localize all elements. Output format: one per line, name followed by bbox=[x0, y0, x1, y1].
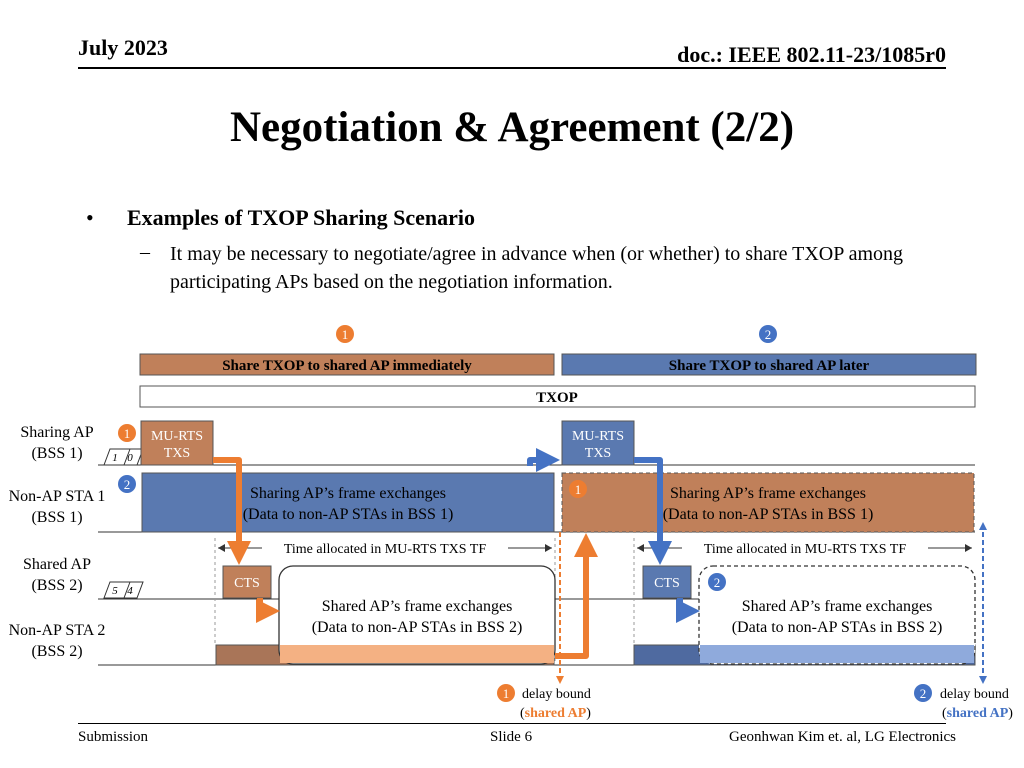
sta1-marker: 2 bbox=[118, 475, 136, 493]
sharing-fx-block-1 bbox=[141, 472, 555, 533]
sharing-fx-block-2 bbox=[561, 472, 975, 533]
row-sta2: Non-AP STA 2 bbox=[9, 622, 106, 639]
sharing-fx-2-marker: 1 bbox=[569, 480, 587, 498]
cts-2-label: CTS bbox=[654, 576, 680, 591]
shared-counter: 5 4 bbox=[103, 581, 144, 599]
header-doc-id: doc.: IEEE 802.11-23/1085r0 bbox=[677, 42, 946, 67]
mu-rts-box-1 bbox=[140, 420, 214, 466]
svg-text:4: 4 bbox=[127, 585, 133, 597]
sub-bullet-marker: – bbox=[140, 241, 150, 263]
row-sharing-ap-bss: (BSS 1) bbox=[31, 445, 82, 462]
mu-rts-2-line2: TXS bbox=[585, 446, 611, 461]
flow-arrows-phase1 bbox=[213, 457, 598, 659]
row-shared-ap-bss: (BSS 2) bbox=[31, 577, 82, 594]
delay-bound-arrow-2 bbox=[979, 522, 987, 684]
svg-text:2: 2 bbox=[920, 686, 927, 701]
shared-fx-2-marker: 2 bbox=[708, 573, 726, 591]
svg-text:2: 2 bbox=[765, 327, 772, 342]
time-alloc-2-label: Time allocated in MU-RTS TXS TF bbox=[704, 542, 907, 557]
mu-rts-box-2 bbox=[561, 420, 635, 466]
delay-bound-label-2: 2 delay bound (shared AP) bbox=[914, 684, 1013, 721]
svg-text:2: 2 bbox=[124, 477, 131, 492]
sharing-fx-1-line2: (Data to non-AP STAs in BSS 1) bbox=[243, 506, 454, 523]
row-sharing-ap: Sharing AP bbox=[20, 424, 93, 441]
sharing-fx-1-line1: Sharing AP’s frame exchanges bbox=[250, 485, 446, 502]
mu-rts-1-line1: MU-RTS bbox=[151, 429, 203, 444]
svg-text:delay bound: delay bound bbox=[940, 687, 1009, 702]
header-rule bbox=[78, 67, 946, 69]
cts-1-label: CTS bbox=[234, 576, 260, 591]
txop-bar bbox=[139, 385, 976, 408]
footer-submission: Submission bbox=[78, 729, 149, 745]
sub-bullet-text: It may be necessary to negotiate/agree i… bbox=[170, 243, 904, 293]
row-labels: Sharing AP (BSS 1) Non-AP STA 1 (BSS 1) … bbox=[9, 424, 106, 660]
row-sta1: Non-AP STA 1 bbox=[9, 488, 106, 505]
sharing-counter: 1 0 bbox=[103, 448, 144, 466]
bullet-heading: Examples of TXOP Sharing Scenario bbox=[127, 205, 475, 230]
phase2-marker: 2 bbox=[759, 325, 777, 343]
svg-text:1: 1 bbox=[503, 686, 510, 701]
footer-rule bbox=[78, 723, 946, 724]
cts-box-1 bbox=[222, 565, 272, 599]
header-date: July 2023 bbox=[78, 35, 168, 60]
shared-fx-2-line1: Shared AP’s frame exchanges bbox=[742, 598, 933, 615]
time-alloc-1: Time allocated in MU-RTS TXS TF bbox=[218, 539, 552, 557]
svg-text:1: 1 bbox=[342, 327, 349, 342]
sharing-fx-2-line1: Sharing AP’s frame exchanges bbox=[670, 485, 866, 502]
svg-text:5: 5 bbox=[112, 585, 118, 597]
svg-text:1: 1 bbox=[124, 426, 131, 441]
slide-title: Negotiation & Agreement (2/2) bbox=[229, 104, 795, 151]
svg-text:1: 1 bbox=[112, 452, 118, 464]
shared-fx-1-fill bbox=[280, 645, 554, 663]
cts-box-2 bbox=[642, 565, 692, 599]
mu-rts-2-line1: MU-RTS bbox=[572, 429, 624, 444]
svg-text:(shared AP): (shared AP) bbox=[520, 706, 591, 721]
footer-slide-number: Slide 6 bbox=[490, 729, 533, 745]
flow-arrows-phase2 bbox=[527, 448, 700, 623]
row-sta2-bss: (BSS 2) bbox=[31, 643, 82, 660]
time-alloc-1-label: Time allocated in MU-RTS TXS TF bbox=[284, 542, 487, 557]
phase1-marker: 1 bbox=[336, 325, 354, 343]
mu-rts-1-line2: TXS bbox=[164, 446, 190, 461]
shared-fx-1-line2: (Data to non-AP STAs in BSS 2) bbox=[312, 619, 523, 636]
svg-text:(shared AP): (shared AP) bbox=[942, 706, 1013, 721]
shared-fx-1-line1: Shared AP’s frame exchanges bbox=[322, 598, 513, 615]
shared-fx-2-fill bbox=[700, 645, 974, 663]
svg-text:1: 1 bbox=[575, 482, 582, 497]
bullet-marker: • bbox=[86, 205, 94, 230]
shared-fx-2-line2: (Data to non-AP STAs in BSS 2) bbox=[732, 619, 943, 636]
phase2-bar bbox=[561, 353, 977, 376]
txop-label: TXOP bbox=[536, 390, 578, 406]
svg-text:delay bound: delay bound bbox=[522, 687, 591, 702]
footer-author: Geonhwan Kim et. al, LG Electronics bbox=[728, 729, 956, 745]
phase1-label: Share TXOP to shared AP immediately bbox=[222, 358, 472, 374]
svg-text:2: 2 bbox=[714, 575, 721, 590]
row-sta1-bss: (BSS 1) bbox=[31, 509, 82, 526]
sharing-fx-2-line2: (Data to non-AP STAs in BSS 1) bbox=[663, 506, 874, 523]
time-alloc-2: Time allocated in MU-RTS TXS TF bbox=[637, 539, 972, 557]
row-shared-ap: Shared AP bbox=[23, 556, 91, 573]
phase1-bar bbox=[139, 353, 555, 376]
phase2-label: Share TXOP to shared AP later bbox=[669, 358, 870, 374]
svg-text:0: 0 bbox=[127, 452, 133, 464]
delay-bound-label-1: 1 delay bound (shared AP) bbox=[497, 684, 591, 721]
sharing-ap-marker: 1 bbox=[118, 424, 136, 442]
